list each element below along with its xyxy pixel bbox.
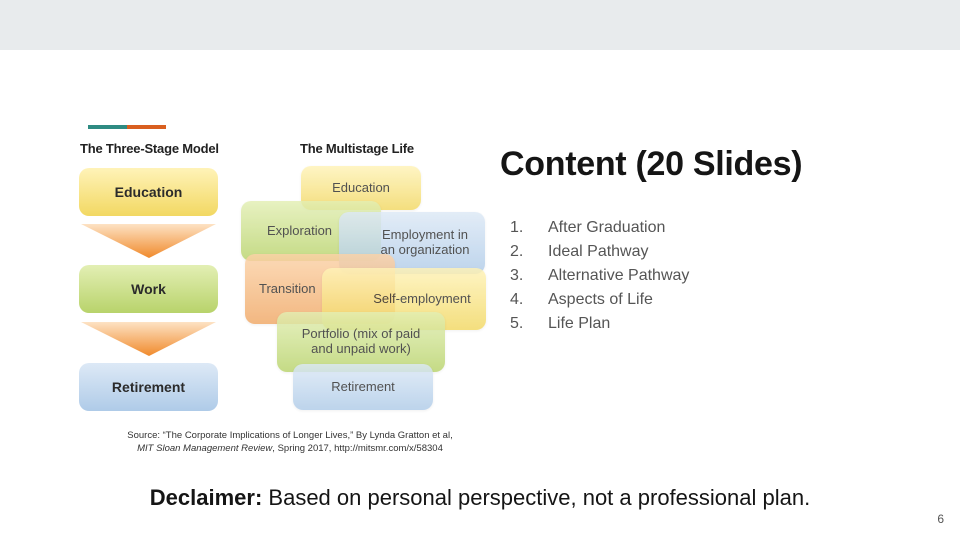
- content-list: 1. After Graduation 2. Ideal Pathway 3. Alt…: [510, 216, 689, 336]
- source-line-2: MIT Sloan Management Review, Spring 2017…: [80, 443, 500, 456]
- slide-title: Content (20 Slides): [500, 145, 803, 183]
- disclaimer-text: Based on personal perspective, not a pro…: [262, 485, 811, 510]
- list-item: 3. Alternative Pathway: [510, 264, 689, 288]
- list-item-label: Aspects of Life: [548, 291, 653, 308]
- accent-line-orange: [127, 125, 166, 129]
- list-item-number: 2.: [510, 243, 524, 260]
- list-item-label: Ideal Pathway: [548, 243, 649, 260]
- multistage-portfolio: Portfolio (mix of paid and unpaid work): [277, 312, 445, 372]
- list-item-label: Alternative Pathway: [548, 267, 690, 284]
- chevron-down-icon: [81, 224, 216, 258]
- three-stage-work: Work: [79, 265, 218, 313]
- accent-line-teal: [88, 125, 127, 129]
- source-journal: MIT Sloan Management Review: [137, 442, 273, 454]
- list-item: 5. Life Plan: [510, 312, 689, 336]
- list-item-label: After Graduation: [548, 219, 666, 236]
- source-details: , Spring 2017, http://mitsmr.com/x/58304: [272, 442, 443, 454]
- multistage-heading: The Multistage Life: [300, 141, 414, 156]
- list-item-number: 3.: [510, 267, 524, 284]
- list-item-number: 4.: [510, 291, 524, 308]
- figure-source: Source: “The Corporate Implications of L…: [80, 430, 500, 456]
- list-item-label: Life Plan: [548, 315, 611, 332]
- list-item-number: 5.: [510, 315, 524, 332]
- disclaimer: Declaimer: Based on personal perspective…: [0, 485, 960, 511]
- top-bar: [0, 0, 960, 50]
- list-item-number: 1.: [510, 219, 524, 236]
- chevron-down-icon: [81, 322, 216, 356]
- source-line-1: Source: “The Corporate Implications of L…: [127, 430, 453, 441]
- three-stage-retirement: Retirement: [79, 363, 218, 411]
- three-stage-education: Education: [79, 168, 218, 216]
- list-item: 4. Aspects of Life: [510, 288, 689, 312]
- list-item: 2. Ideal Pathway: [510, 240, 689, 264]
- three-stage-heading: The Three-Stage Model: [80, 141, 219, 156]
- accent-line: [88, 125, 166, 129]
- list-item: 1. After Graduation: [510, 216, 689, 240]
- disclaimer-label: Declaimer:: [149, 485, 263, 510]
- multistage-retirement: Retirement: [293, 364, 433, 410]
- page-number: 6: [937, 512, 944, 526]
